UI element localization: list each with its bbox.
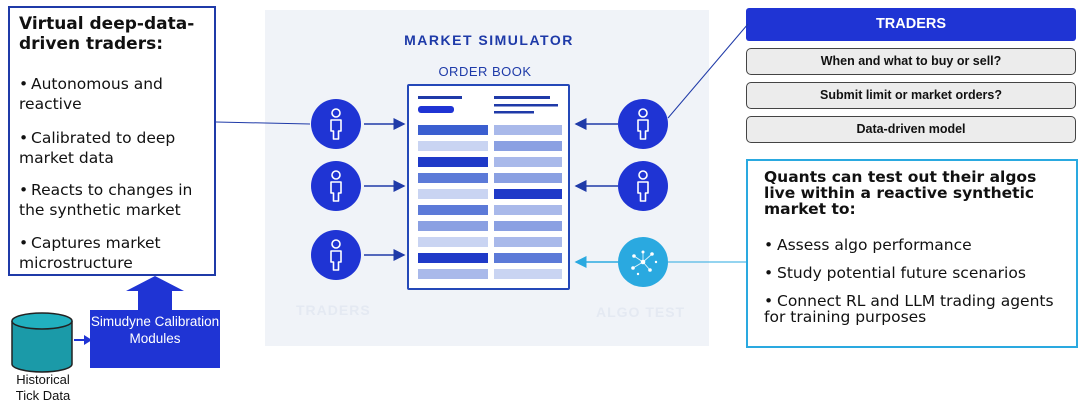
trader-question-pill: When and what to buy or sell?: [746, 48, 1076, 75]
trader-model-pill: Data-driven model: [746, 116, 1076, 143]
market-simulator-title: MARKET SIMULATOR: [404, 32, 574, 48]
quants-title: Quants can test out their algos live wit…: [764, 168, 1037, 218]
quants-box: Quants can test out their algos live wit…: [746, 159, 1078, 348]
order-book-bid-rows: [418, 125, 488, 279]
person-icon: [311, 230, 361, 280]
quants-item: •Assess algo performance: [764, 236, 972, 254]
person-icon: [618, 161, 668, 211]
trader-feature-item: •Calibrated to deep market data: [19, 129, 176, 167]
database-to-calibration-arrowhead: [84, 335, 92, 345]
ghost-algo-test-label: ALGO TEST: [596, 304, 686, 320]
arrow-up-icon: [126, 276, 184, 310]
ghost-traders-label: TRADERS: [296, 302, 371, 318]
traders-header: TRADERS: [746, 8, 1076, 41]
trader-feature-item: •Reacts to changes in the synthetic mark…: [19, 181, 193, 219]
trader-feature-item: •Captures market microstructure: [19, 234, 161, 272]
order-book-title: ORDER BOOK: [438, 64, 532, 79]
person-icon: [311, 99, 361, 149]
order-book-ask-rows: [494, 125, 562, 279]
database-icon: [11, 312, 73, 373]
quants-item: •Study potential future scenarios: [764, 264, 1026, 282]
trader-description-title: Virtual deep-data-driven traders:: [19, 14, 195, 54]
calibration-modules-box: Simudyne Calibration Modules: [90, 310, 220, 368]
left-connector-line: [215, 121, 311, 125]
trader-question-pill: Submit limit or market orders?: [746, 82, 1076, 109]
historical-data-label: Historical Tick Data: [15, 372, 71, 403]
trader-feature-item: •Autonomous and reactive: [19, 75, 163, 113]
person-icon: [618, 99, 668, 149]
traders-connector-line: [667, 23, 749, 119]
network-icon: [618, 237, 668, 287]
person-icon: [311, 161, 361, 211]
order-book-header: [418, 96, 558, 114]
quants-item: •Connect RL and LLM trading agents for t…: [764, 292, 1054, 326]
trader-description-box: Virtual deep-data-driven traders: •Auton…: [8, 6, 216, 276]
